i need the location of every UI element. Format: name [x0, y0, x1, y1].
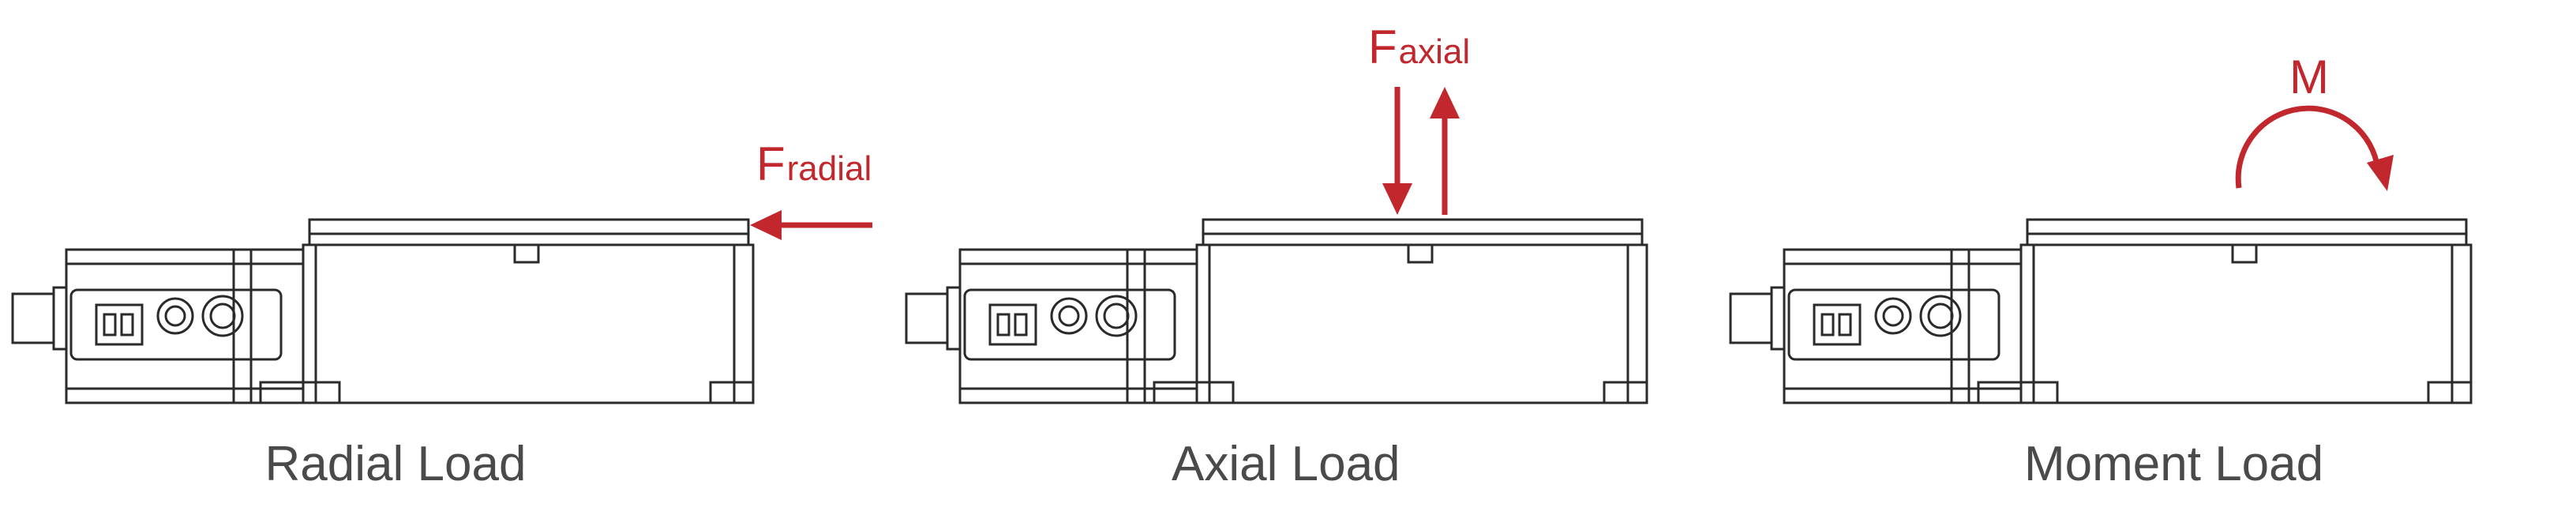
force-label-axial: Faxial: [1368, 24, 1470, 71]
caption-axial-load: Axial Load: [1172, 437, 1400, 491]
arrow-up-down-icon: [1382, 87, 1460, 215]
stage-drawing: [11, 210, 872, 404]
force-subscript: axial: [1398, 32, 1471, 71]
curved-arrow-icon: [2235, 105, 2394, 191]
panel-moment-load: M Moment Load: [1718, 0, 2576, 530]
arrow-left-icon: [750, 210, 872, 240]
force-symbol: F: [756, 137, 786, 190]
force-label-moment: M: [2289, 54, 2330, 101]
force-symbol: F: [1368, 21, 1397, 73]
stage-drawing: [1729, 105, 2473, 404]
force-symbol: M: [2289, 51, 2329, 103]
caption-moment-load: Moment Load: [2024, 437, 2324, 491]
caption-radial-load: Radial Load: [264, 437, 527, 491]
panel-axial-load: Faxial Axial Load: [859, 0, 1717, 530]
force-label-radial: Fradial: [756, 141, 872, 188]
stage-drawing: [905, 87, 1648, 404]
force-subscript: radial: [786, 149, 872, 188]
panel-radial-load: Fradial Radial Load: [0, 0, 872, 530]
